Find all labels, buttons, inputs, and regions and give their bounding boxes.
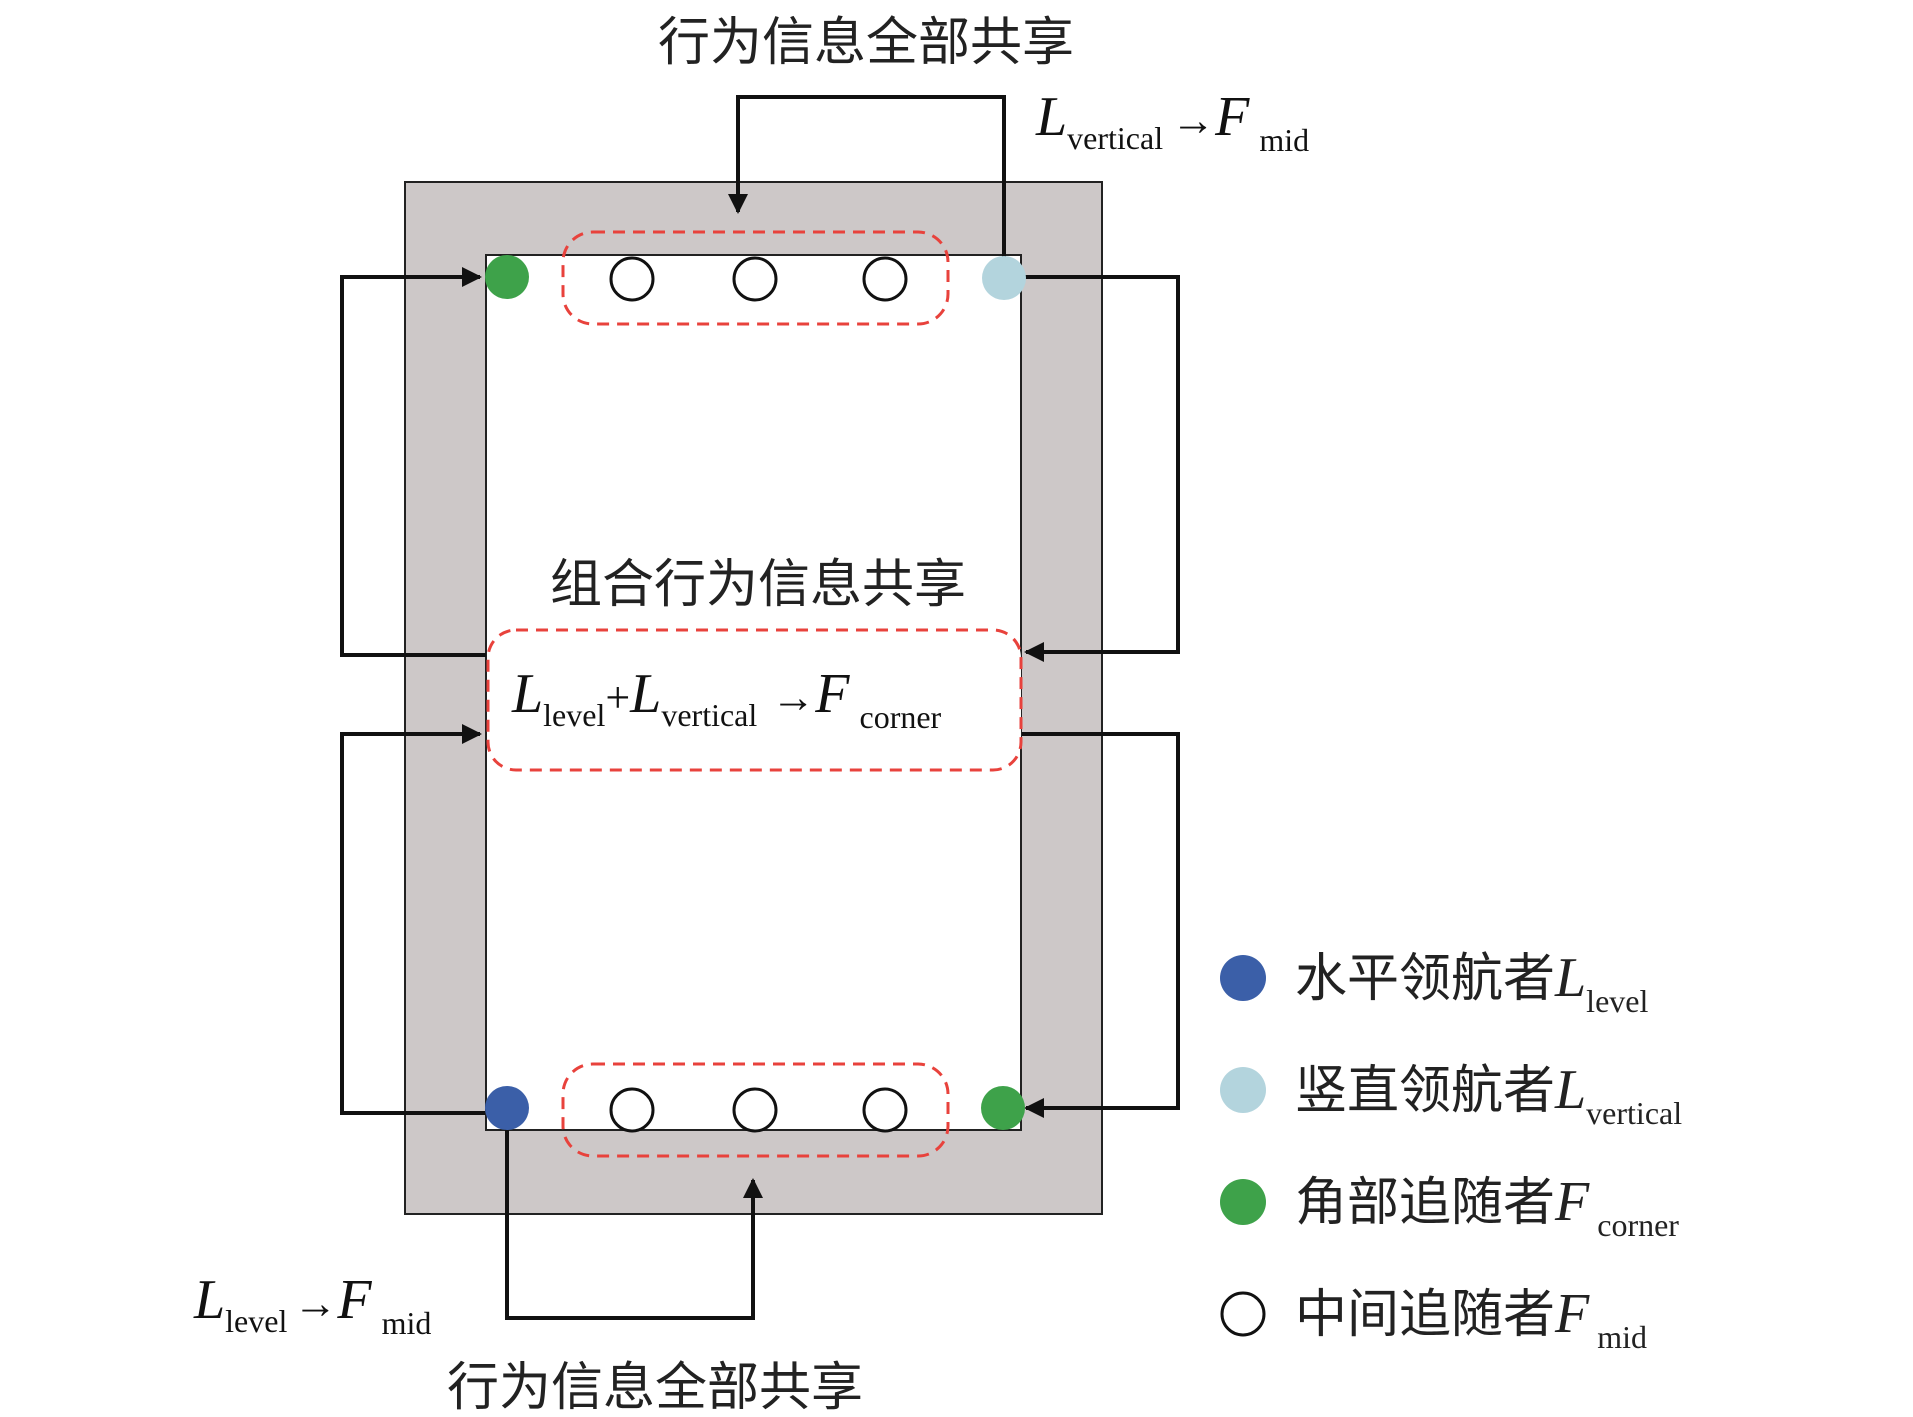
- combined-share-group: [486, 628, 1023, 772]
- top-mid-follower-2: [732, 256, 778, 302]
- middle-share-label: 组合行为信息共享: [550, 555, 966, 615]
- left-upper-arrow: [340, 267, 486, 657]
- bottom-mid-group: [561, 1062, 950, 1158]
- bottom-right-corner-follower: [981, 1086, 1025, 1130]
- legend-marker: [1220, 1179, 1266, 1225]
- bottom-mid-follower-2: [732, 1087, 778, 1133]
- legend-marker: [1220, 1067, 1266, 1113]
- bottom-share-arrow: [505, 1108, 763, 1320]
- top-mid-follower-1: [609, 256, 655, 302]
- legend-item: 水平领航者Llevel: [1220, 947, 1648, 1019]
- top-share-arrow: [728, 95, 1006, 258]
- right-upper-arrow: [1022, 275, 1180, 662]
- legend-marker: [1220, 1291, 1266, 1337]
- top-share-label: 行为信息全部共享: [658, 13, 1074, 73]
- right-lower-arrow: [1022, 732, 1180, 1118]
- top-left-corner-follower: [485, 255, 529, 299]
- legend-item: 竖直领航者Lvertical: [1220, 1059, 1682, 1131]
- left-lower-arrow: [340, 724, 485, 1115]
- legend-label: 竖直领航者Lvertical: [1295, 1059, 1682, 1131]
- top-mid-group: [561, 230, 950, 326]
- legend-marker: [1220, 955, 1266, 1001]
- top-mid-follower-3: [862, 256, 908, 302]
- legend-label: 水平领航者Llevel: [1295, 947, 1648, 1019]
- bottom-mid-follower-1: [609, 1087, 655, 1133]
- vertical-leader: [982, 256, 1026, 300]
- bottom-share-label: 行为信息全部共享: [447, 1358, 863, 1417]
- level-leader: [485, 1086, 529, 1130]
- bottom-mid-follower-3: [862, 1087, 908, 1133]
